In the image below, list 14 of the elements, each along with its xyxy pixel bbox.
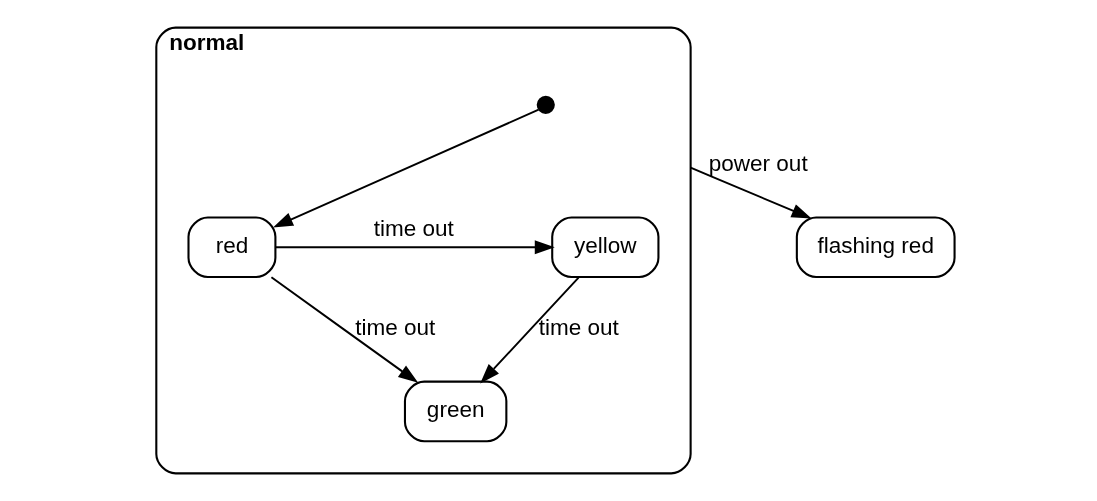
arrow xyxy=(689,166,812,219)
arrow xyxy=(479,276,580,384)
edge-label: time out xyxy=(538,315,619,341)
node-box: yellow xyxy=(550,216,659,279)
arrow xyxy=(274,240,555,255)
edge-label: time out xyxy=(373,216,454,242)
node-box: red xyxy=(186,216,276,279)
node-circle xyxy=(536,95,555,114)
edge-label: time out xyxy=(354,315,435,341)
edge-label: power out xyxy=(708,151,808,177)
node-box: green xyxy=(403,380,507,443)
node-box: flashing red xyxy=(795,216,956,279)
arrow xyxy=(272,108,540,228)
arrow xyxy=(269,276,418,383)
